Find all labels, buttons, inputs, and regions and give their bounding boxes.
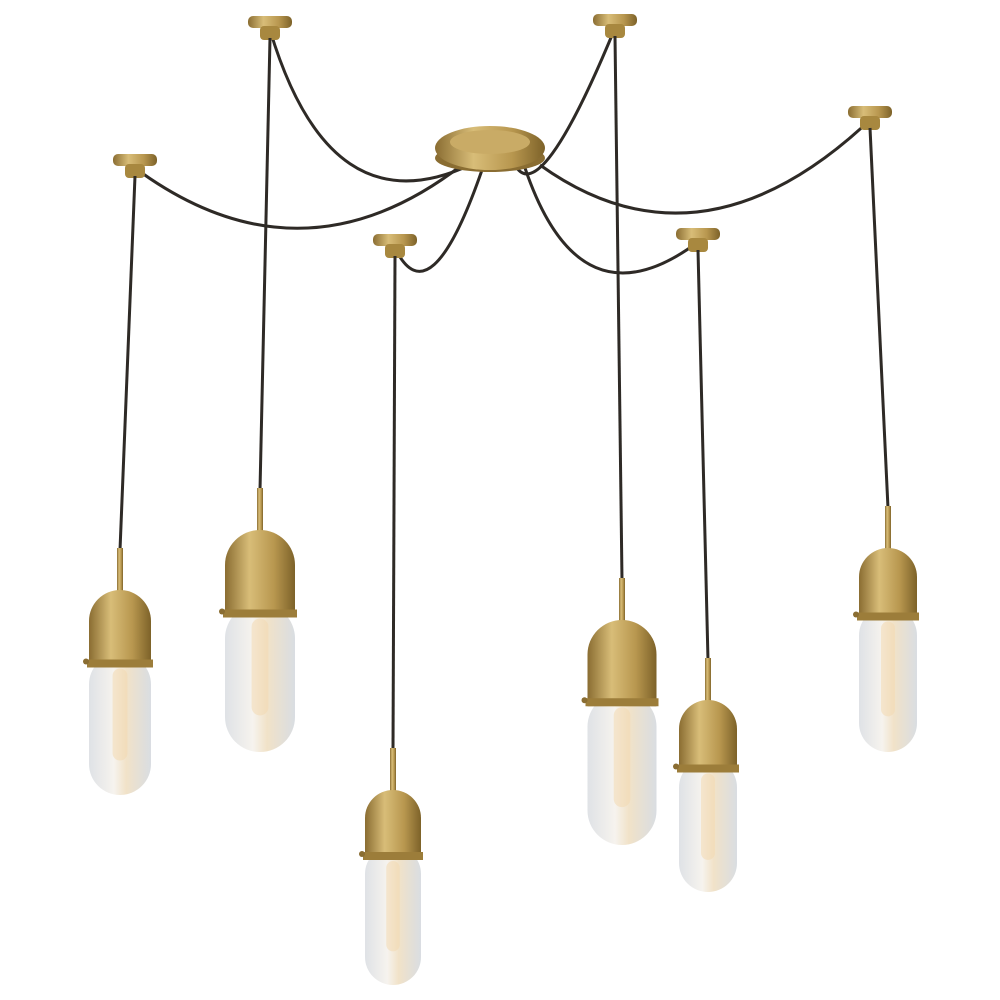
set-screw [359, 851, 365, 857]
pendant-light [581, 14, 659, 845]
drop-wire [258, 37, 272, 491]
hook-collar [385, 244, 405, 258]
pendant-light [83, 154, 157, 795]
set-screw [219, 608, 225, 615]
set-screw [853, 611, 859, 618]
filament-glow [251, 618, 269, 716]
drop-wire [118, 175, 137, 551]
set-screw [673, 763, 679, 770]
ceiling-hook [248, 16, 292, 28]
ceiling-hook [113, 154, 157, 166]
ceiling-hook [676, 228, 720, 240]
pendant-light [848, 106, 919, 752]
set-screw [581, 697, 588, 704]
hook-collar [260, 26, 280, 40]
drop-wire [613, 35, 624, 581]
ceiling-hook [373, 234, 417, 246]
cap-band [677, 764, 739, 773]
swag-cord [539, 118, 872, 215]
filament-glow [112, 668, 128, 761]
ceiling-hook [848, 106, 892, 118]
cap-band [585, 698, 659, 707]
brass-stem [257, 488, 263, 532]
drop-wire [868, 127, 890, 509]
cap-band [857, 612, 919, 621]
swag-cord [134, 163, 463, 230]
brass-cap [365, 790, 421, 860]
filament-glow [881, 621, 895, 717]
cap-band [223, 609, 297, 618]
cap-band [363, 852, 423, 860]
ceiling-hook [593, 14, 637, 26]
set-screw [83, 658, 89, 665]
drop-wire [696, 249, 710, 661]
cap-band [87, 659, 153, 668]
filament-glow [701, 773, 715, 860]
brass-cap [859, 548, 917, 621]
brass-stem [619, 578, 625, 622]
hook-collar [688, 238, 708, 252]
pendant-light [219, 16, 297, 752]
swag-cords [134, 27, 872, 275]
filament-glow [613, 707, 631, 808]
filament-glow [386, 861, 400, 952]
swag-cord [523, 167, 699, 275]
brass-stem [705, 658, 711, 702]
brass-stem [390, 748, 396, 792]
brass-stem [117, 548, 123, 592]
swag-cord [393, 169, 484, 273]
brass-cap [225, 530, 295, 618]
canopy [435, 126, 545, 172]
swag-cord [268, 29, 471, 183]
brass-stem [885, 506, 891, 550]
hook-collar [605, 24, 625, 38]
hook-collar [860, 116, 880, 130]
drop-wire [391, 255, 397, 751]
swag-cord [513, 27, 617, 176]
pendant-light [359, 234, 423, 985]
brass-cap [587, 620, 657, 707]
hook-collar [125, 164, 145, 178]
brass-cap [679, 700, 737, 773]
pendant-light [673, 228, 739, 892]
brass-cap [89, 590, 151, 668]
